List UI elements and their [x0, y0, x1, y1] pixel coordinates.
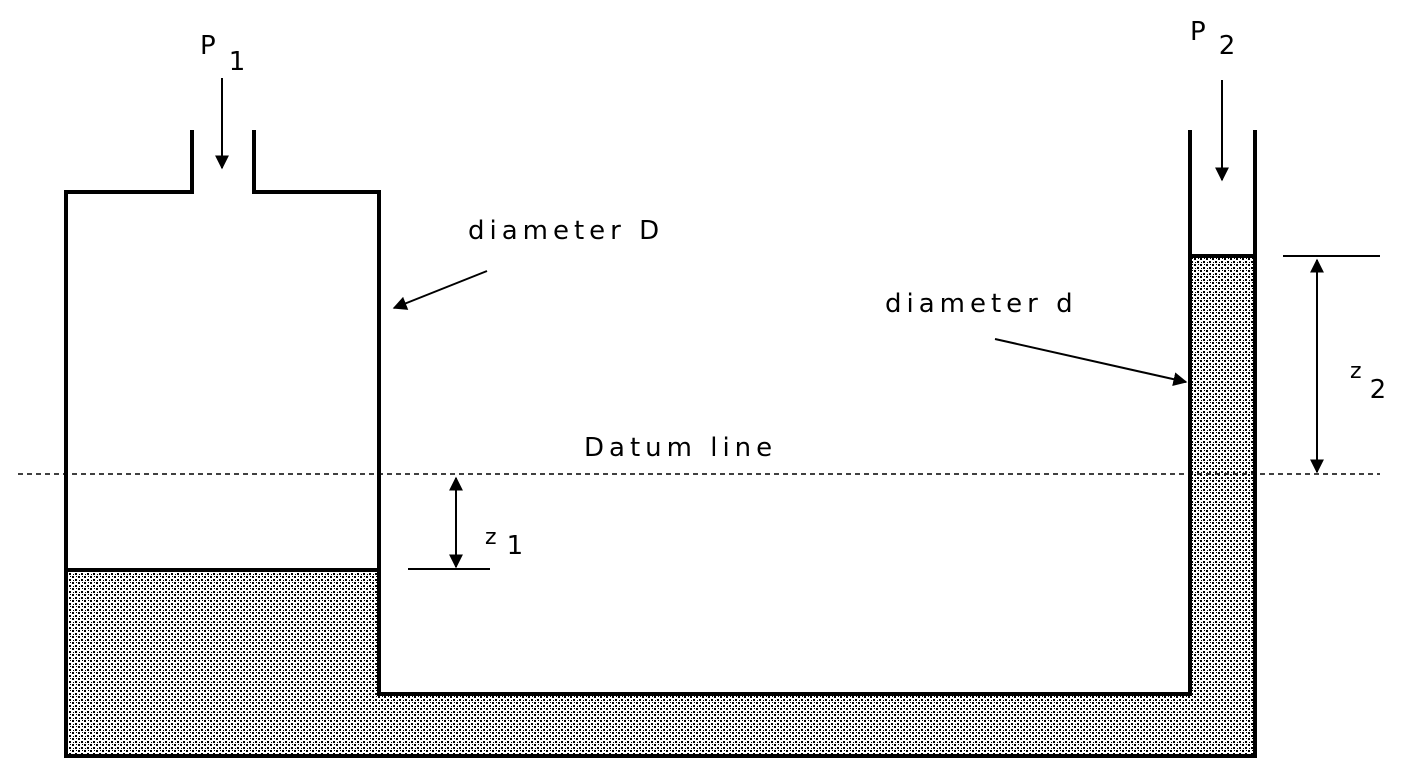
- diameter-large-label: diameter D: [468, 216, 664, 246]
- p1-label: P 1: [200, 31, 245, 77]
- reservoir-wall-right: [252, 130, 1192, 696]
- diameter-d-small-arrow: [994, 338, 1188, 387]
- datum-label: Datum line: [584, 433, 777, 463]
- z1-label: z 1: [485, 525, 523, 561]
- diameter-small-label: diameter d: [885, 289, 1078, 319]
- tube-fluid: [1190, 256, 1254, 756]
- diameter-d-large-arrow: [392, 270, 488, 310]
- p2-label: P 2: [1190, 17, 1235, 61]
- fluid-region: [67, 256, 1255, 756]
- z2-label: z 2: [1350, 359, 1386, 405]
- channel-fluid: [67, 694, 1255, 756]
